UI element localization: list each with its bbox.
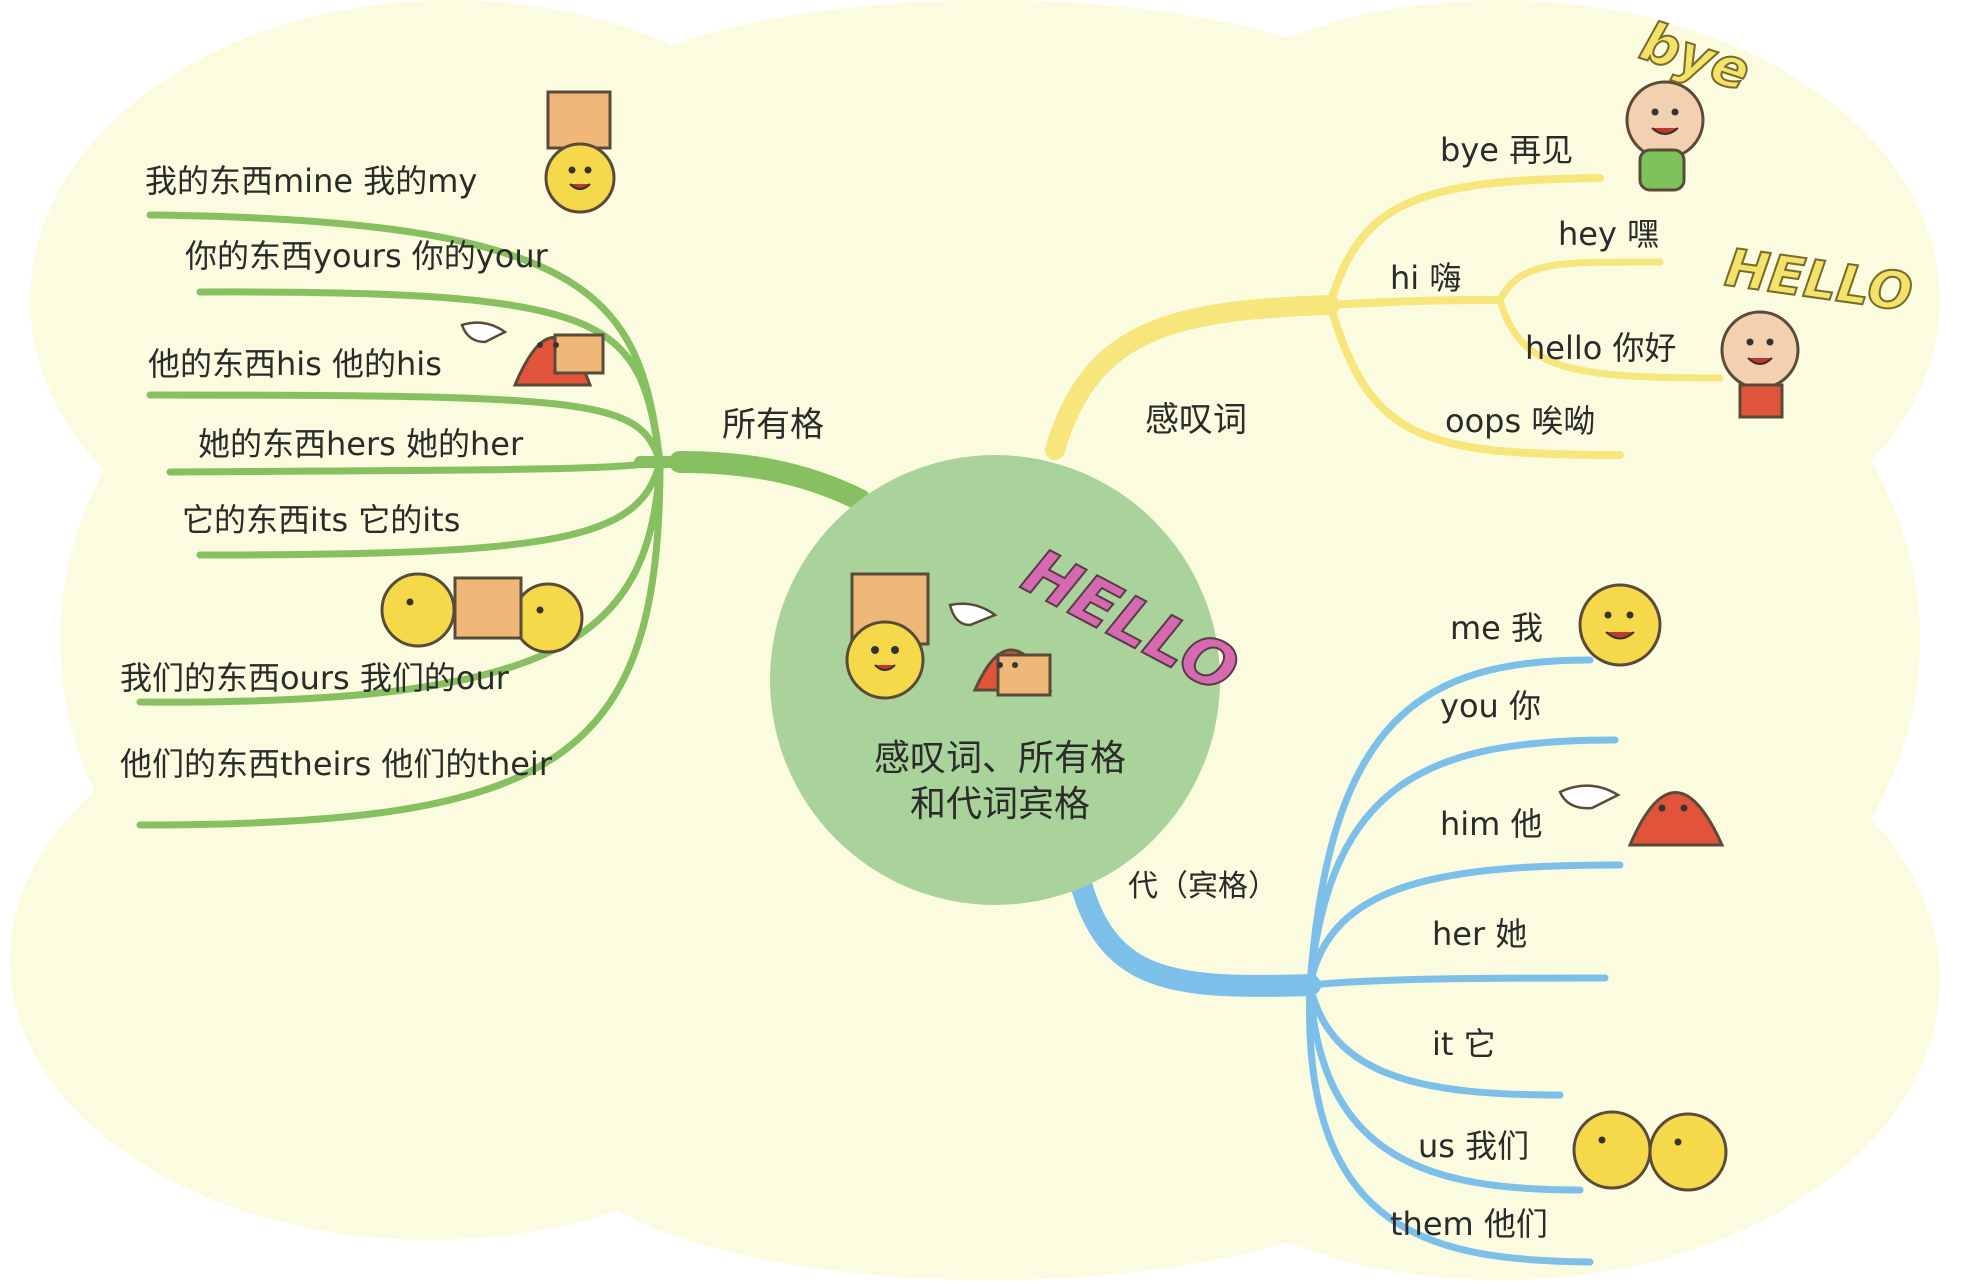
branch-label-possessive: 所有格 [722,405,824,445]
objective-item-her: her 她 [1432,915,1528,953]
objective-item-you: you 你 [1440,687,1541,725]
possessive-item-his: 他的东西his 他的his [148,345,442,383]
possessive-item-hers: 她的东西hers 她的her [198,425,524,463]
center-title: 感叹词、所有格 和代词宾格 [830,736,1170,828]
objective-item-me: me 我 [1450,609,1544,647]
objective-item-him: him 他 [1440,805,1543,843]
interjection-item-oops: oops 唉呦 [1445,402,1596,440]
yellow-character-me [1578,583,1662,667]
center-red-character [972,648,1053,697]
interjection-item-hi: hi 嗨 [1390,259,1462,297]
box-character-top [544,90,616,214]
objective-item-us: us 我们 [1418,1127,1530,1165]
objective-item-them: them 他们 [1390,1205,1548,1243]
background-blob [10,0,1940,1280]
objective-branch-lines [1064,656,1624,1266]
two-characters-ours [380,572,584,654]
possessive-item-ours: 我们的东西ours 我们的our [120,659,509,697]
hello-character [1720,310,1800,419]
red-character-him [1558,784,1725,847]
branch-label-objective: 代（宾格） [1128,869,1278,904]
red-character-his [460,321,605,387]
interjection-branch-lines [1045,174,1724,460]
possessive-item-theirs: 他们的东西theirs 他们的their [120,745,552,783]
center-title-line2: 和代词宾格 [909,784,1090,825]
interjection-item-hey: hey 嘿 [1558,215,1660,253]
interjection-item-hello: hello 你好 [1525,329,1677,367]
center-title-line1: 感叹词、所有格 [873,738,1126,779]
objective-item-it: it 它 [1432,1025,1496,1063]
bye-character [1625,80,1705,192]
interjection-item-bye: bye 再见 [1440,131,1574,169]
center-pointing-hand [948,602,998,627]
two-characters-us [1572,1110,1728,1192]
branch-label-interjection: 感叹词 [1145,400,1247,440]
possessive-branch-lines [136,211,871,829]
possessive-item-mine: 我的东西mine 我的my [145,162,478,200]
center-box-character [845,572,930,700]
possessive-item-yours: 你的东西yours 你的your [185,237,548,275]
possessive-item-its: 它的东西its 它的its [182,501,461,539]
